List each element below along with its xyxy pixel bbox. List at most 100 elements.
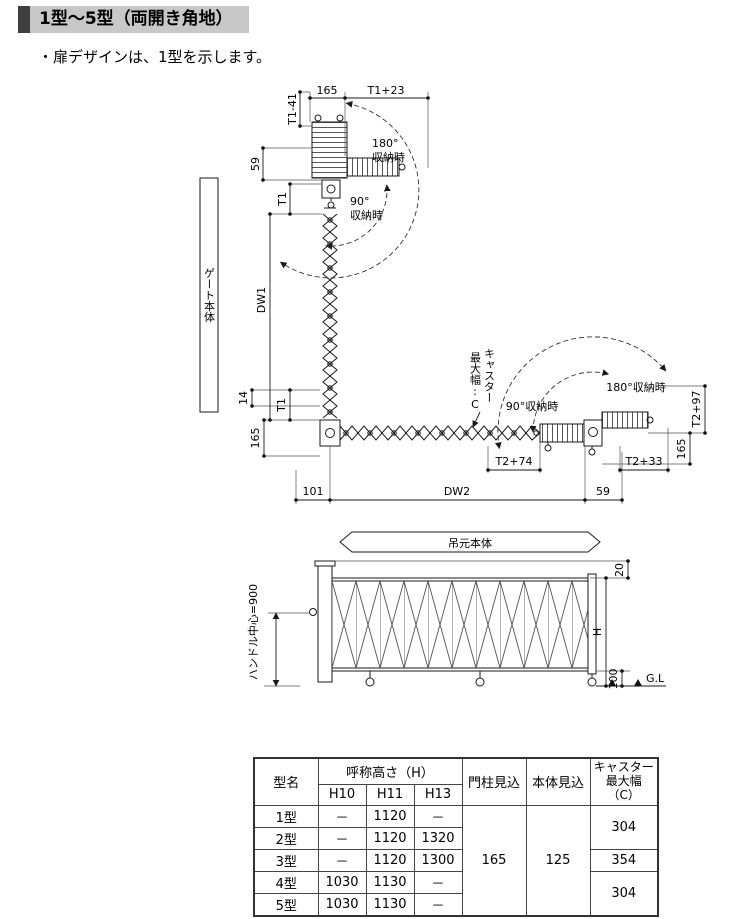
dim-top-165: 165 bbox=[317, 84, 338, 97]
col-header-body-depth: 本体見込 bbox=[525, 757, 591, 806]
cell-h11: 1120 bbox=[365, 826, 415, 850]
label-stored-90-top-line2: 収納時 bbox=[350, 209, 383, 222]
cell-h13: － bbox=[413, 804, 463, 828]
caster-width-label-1: キャスター bbox=[483, 348, 496, 403]
cell-post-depth: 165 bbox=[461, 804, 527, 916]
dim-left-165: 165 bbox=[249, 428, 262, 449]
dim-t2-plus-97: T2+97 bbox=[690, 391, 703, 429]
cell-model: 1型 bbox=[253, 804, 319, 828]
table-header-row-2: H10 H11 H13 bbox=[254, 783, 658, 806]
plan-view: ゲート本体 180° 収納時 90° 収納時 bbox=[199, 84, 707, 553]
elevation-view: G.L ハンドル中心=900 20 H 100 bbox=[247, 559, 666, 690]
cell-model: 3型 bbox=[253, 848, 319, 872]
dim-left-59: 59 bbox=[249, 157, 262, 171]
dimension-endpoints bbox=[250, 90, 707, 502]
header-accent-block bbox=[18, 6, 30, 33]
dimension-lines bbox=[251, 92, 706, 501]
cell-caster-2: 354 bbox=[589, 848, 659, 872]
cell-h10: － bbox=[317, 826, 367, 850]
cell-h10: 1030 bbox=[317, 892, 367, 916]
col-header-caster: キャスター 最大幅 （C） bbox=[589, 757, 659, 806]
cell-h13: － bbox=[413, 870, 463, 894]
accordion-elevation bbox=[332, 573, 597, 687]
right-stored-gate-unit bbox=[539, 411, 654, 456]
cell-h13: 1300 bbox=[413, 848, 463, 872]
dim-t1-upper: T1 bbox=[276, 192, 289, 207]
cell-h11: 1120 bbox=[365, 804, 415, 828]
dim-t1-lower: T1 bbox=[275, 398, 288, 413]
table-row-model-5: 5型 1030 1130 － bbox=[253, 892, 658, 916]
cell-h10: 1030 bbox=[317, 870, 367, 894]
col-header-h13: H13 bbox=[413, 783, 463, 806]
dim-t2-plus-74: T2+74 bbox=[495, 455, 533, 468]
dim-bottom-59: 59 bbox=[596, 485, 610, 498]
caster-wheel bbox=[475, 677, 485, 687]
cell-body-depth: 125 bbox=[525, 804, 591, 916]
dim-dw1: DW1 bbox=[255, 287, 268, 313]
handle-knob bbox=[309, 608, 317, 616]
ground-line: G.L bbox=[596, 672, 666, 687]
gate-body-label: ゲート本体 bbox=[203, 267, 216, 322]
table-row-model-4: 4型 1030 1130 － 304 bbox=[253, 870, 659, 916]
top-stored-gate-unit bbox=[311, 114, 406, 209]
caster-width-callout: キャスター 最大幅:C bbox=[469, 348, 496, 428]
cell-model: 5型 bbox=[253, 892, 319, 916]
cell-h10: － bbox=[317, 804, 367, 828]
label-stored-180-right: 180°収納時 bbox=[606, 381, 666, 394]
elevation-dimension-endpoints bbox=[604, 559, 630, 688]
horizontal-accordion-gate bbox=[339, 425, 541, 441]
caster-wheel bbox=[365, 677, 375, 687]
section-header: 1型～5型（両開き角地） bbox=[18, 6, 249, 33]
cell-h11: 1130 bbox=[365, 870, 415, 894]
label-stored-180-top-line1: 180° bbox=[372, 137, 399, 150]
col-header-height: 呼称高さ（H） bbox=[317, 757, 463, 785]
dim-t1-plus-23: T1+23 bbox=[367, 84, 405, 97]
dim-dw2: DW2 bbox=[444, 485, 470, 498]
table-row-model-1: 1型 － 1120 － 165 125 304 bbox=[253, 804, 659, 916]
swing-arcs-right bbox=[495, 336, 667, 450]
caster-wheel bbox=[587, 677, 597, 687]
gate-body-box: ゲート本体 bbox=[199, 177, 219, 413]
vertical-accordion-gate bbox=[322, 207, 338, 419]
cell-caster-3: 304 bbox=[589, 870, 659, 916]
caster-width-label-2: 最大幅:C bbox=[469, 352, 482, 411]
hanging-post bbox=[309, 560, 336, 683]
cell-model: 4型 bbox=[253, 870, 319, 894]
label-stored-90-top-line1: 90° bbox=[350, 195, 370, 208]
col-header-model: 型名 bbox=[253, 757, 319, 806]
dim-100: 100 bbox=[607, 669, 620, 690]
cell-caster-1: 304 bbox=[589, 804, 659, 850]
elevation-dimension-lines bbox=[272, 561, 629, 687]
page-title: 1型～5型（両開き角地） bbox=[30, 6, 249, 33]
gate-body-outline bbox=[199, 177, 219, 413]
dim-left-14: 14 bbox=[237, 391, 250, 405]
dim-t2-plus-33: T2+33 bbox=[625, 455, 663, 468]
table-row-model-3: 3型 － 1120 1300 354 bbox=[253, 848, 659, 872]
dim-h: H bbox=[591, 628, 604, 636]
spec-table: 型名 呼称高さ（H） 門柱見込 本体見込 キャスター 最大幅 （C） H10 H… bbox=[253, 757, 659, 917]
cell-model: 2型 bbox=[253, 826, 319, 850]
col-header-h11: H11 bbox=[365, 783, 415, 806]
dim-t1-minus-41: T1-41 bbox=[286, 93, 299, 126]
design-note: ・扉デザインは、1型を示します。 bbox=[38, 48, 272, 66]
corner-post bbox=[319, 419, 341, 447]
label-stored-90-right: 90°収納時 bbox=[506, 400, 559, 413]
caster-leader-arrow bbox=[472, 411, 481, 428]
cell-h11: 1130 bbox=[365, 892, 415, 916]
label-stored-180-top-line2: 収納時 bbox=[372, 151, 405, 164]
end-stile bbox=[587, 573, 597, 675]
hanging-body-label: 吊元本体 bbox=[448, 536, 492, 550]
dim-20: 20 bbox=[613, 563, 626, 577]
hanging-body-box: 吊元本体 bbox=[339, 531, 601, 553]
extension-lines bbox=[252, 91, 705, 504]
ground-level-label: G.L bbox=[646, 672, 665, 685]
col-header-h10: H10 bbox=[317, 783, 367, 806]
cell-h11: 1120 bbox=[365, 848, 415, 872]
handle-center-label: ハンドル中心=900 bbox=[247, 584, 260, 680]
swing-arcs-top bbox=[279, 101, 420, 279]
cell-h10: － bbox=[317, 848, 367, 872]
table-header-row-1: 型名 呼称高さ（H） 門柱見込 本体見込 キャスター 最大幅 （C） bbox=[253, 757, 659, 806]
cell-h13: 1320 bbox=[413, 826, 463, 850]
dim-right-165: 165 bbox=[675, 439, 688, 460]
dim-bottom-101: 101 bbox=[303, 485, 324, 498]
